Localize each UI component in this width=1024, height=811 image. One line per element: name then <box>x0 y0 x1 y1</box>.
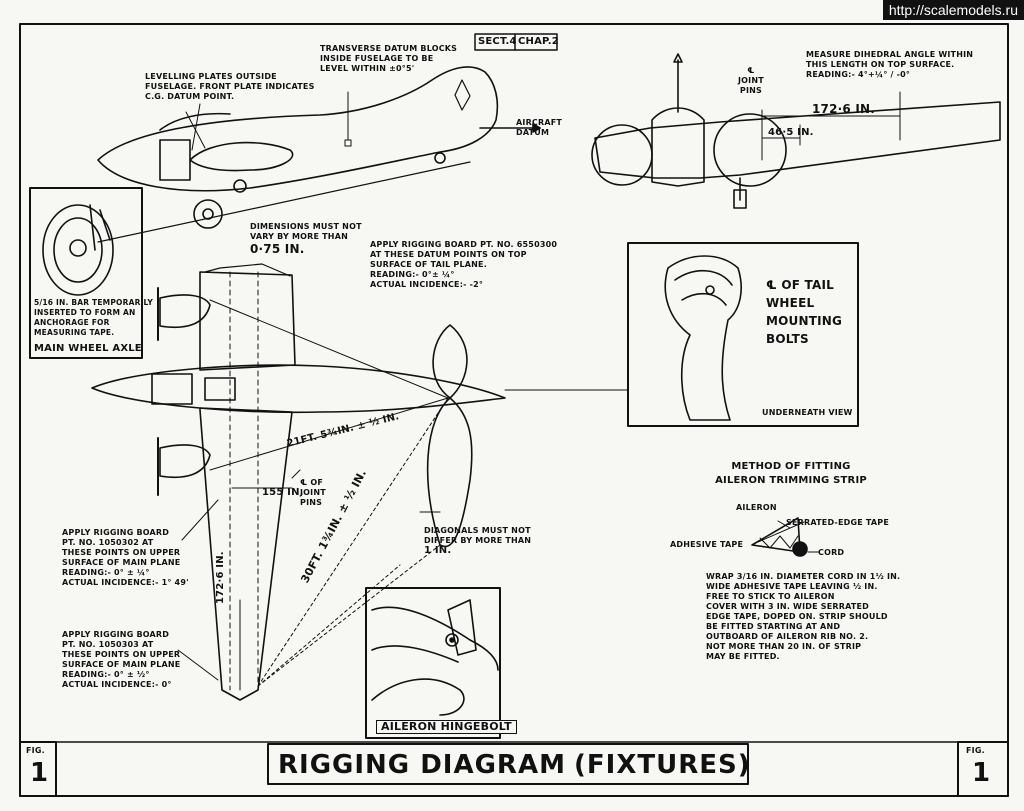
board-1050302-note: APPLY RIGGING BOARD PT. NO. 1050302 AT T… <box>62 528 189 587</box>
fig-right-box <box>957 741 1009 797</box>
trim-aileron-label: AILERON <box>736 503 777 512</box>
fig-right-number: 1 <box>972 758 991 788</box>
tail-wheel-label: ℄ OF TAIL WHEEL MOUNTING BOLTS <box>766 278 843 346</box>
dim-155-label: 155 IN. <box>262 487 304 498</box>
sect-box <box>474 33 558 51</box>
main-wheel-drawing <box>42 204 114 296</box>
front-view <box>591 53 1001 209</box>
datum-blocks-note: TRANSVERSE DATUM BLOCKS INSIDE FUSELAGE … <box>320 44 458 73</box>
side-view-fuselage <box>97 66 499 229</box>
page-border <box>19 23 1009 797</box>
board-1050303-note: APPLY RIGGING BOARD PT. NO. 1050303 AT T… <box>62 630 181 689</box>
trim-cord-label: CORD <box>818 548 845 557</box>
hingebolt-box <box>365 587 501 739</box>
aircraft-datum-label: AIRCRAFT DATUM <box>516 118 563 137</box>
dihedral-note: MEASURE DIHEDRAL ANGLE WITHIN THIS LENGT… <box>806 50 974 79</box>
title-main: RIGGING DIAGRAM <box>278 750 566 780</box>
trim-strip-title: METHOD OF FITTING AILERON TRIMMING STRIP <box>715 461 867 486</box>
tail-wheel-box <box>627 242 859 427</box>
underneath-view-caption: UNDERNEATH VIEW <box>762 408 853 417</box>
hingebolt-drawing <box>371 599 499 716</box>
fig-left-label: FIG. <box>26 746 45 755</box>
section-label: SECT.4 <box>478 36 517 47</box>
diagonals-note: DIAGONALS MUST NOT DIFFER BY MORE THAN 1… <box>424 526 532 556</box>
trim-instructions: WRAP 3/16 IN. DIAMETER CORD IN 1½ IN. WI… <box>706 572 901 661</box>
tail-wheel-drawing <box>664 255 742 421</box>
aileron-hingebolt-caption: AILERON HINGEBOLT <box>376 720 517 734</box>
main-wheel-note: 5/16 IN. BAR TEMPORARILY INSERTED TO FOR… <box>34 298 154 337</box>
title-sub: (FIXTURES) <box>574 750 751 780</box>
dim-long-label: 172·6 IN. <box>812 102 876 116</box>
fig-right-label: FIG. <box>966 746 985 755</box>
trim-adhesive-label: ADHESIVE TAPE <box>670 540 744 549</box>
main-wheel-box <box>29 187 143 359</box>
levelling-plates-note: LEVELLING PLATES OUTSIDE FUSELAGE. FRONT… <box>145 72 315 101</box>
trim-serrated-label: SERRATED-EDGE TAPE <box>786 518 890 527</box>
trim-strip-drawing <box>751 517 819 557</box>
fig-left-box <box>19 741 57 797</box>
dim-short-label: 46·5 IN. <box>768 127 814 138</box>
front-joint-pins-label: ℄ JOINT PINS <box>738 66 764 95</box>
dimensions-note: DIMENSIONS MUST NOT VARY BY MORE THAN 0·… <box>250 222 362 256</box>
span-dim-label: 172·6 IN. <box>215 551 226 604</box>
ground-line <box>97 161 471 243</box>
plan-view <box>91 263 629 701</box>
fig-left-number: 1 <box>30 758 49 788</box>
chapter-label: CHAP.2 <box>518 36 559 47</box>
plan-joint-pins-label: ℄ OF JOINT PINS <box>300 478 326 507</box>
tail-plane-note: APPLY RIGGING BOARD PT. NO. 6550300 AT T… <box>370 240 558 289</box>
watermark[interactable]: http://scalemodels.ru <box>882 0 1024 20</box>
main-wheel-caption: MAIN WHEEL AXLE <box>34 343 142 354</box>
title-box <box>267 743 749 785</box>
